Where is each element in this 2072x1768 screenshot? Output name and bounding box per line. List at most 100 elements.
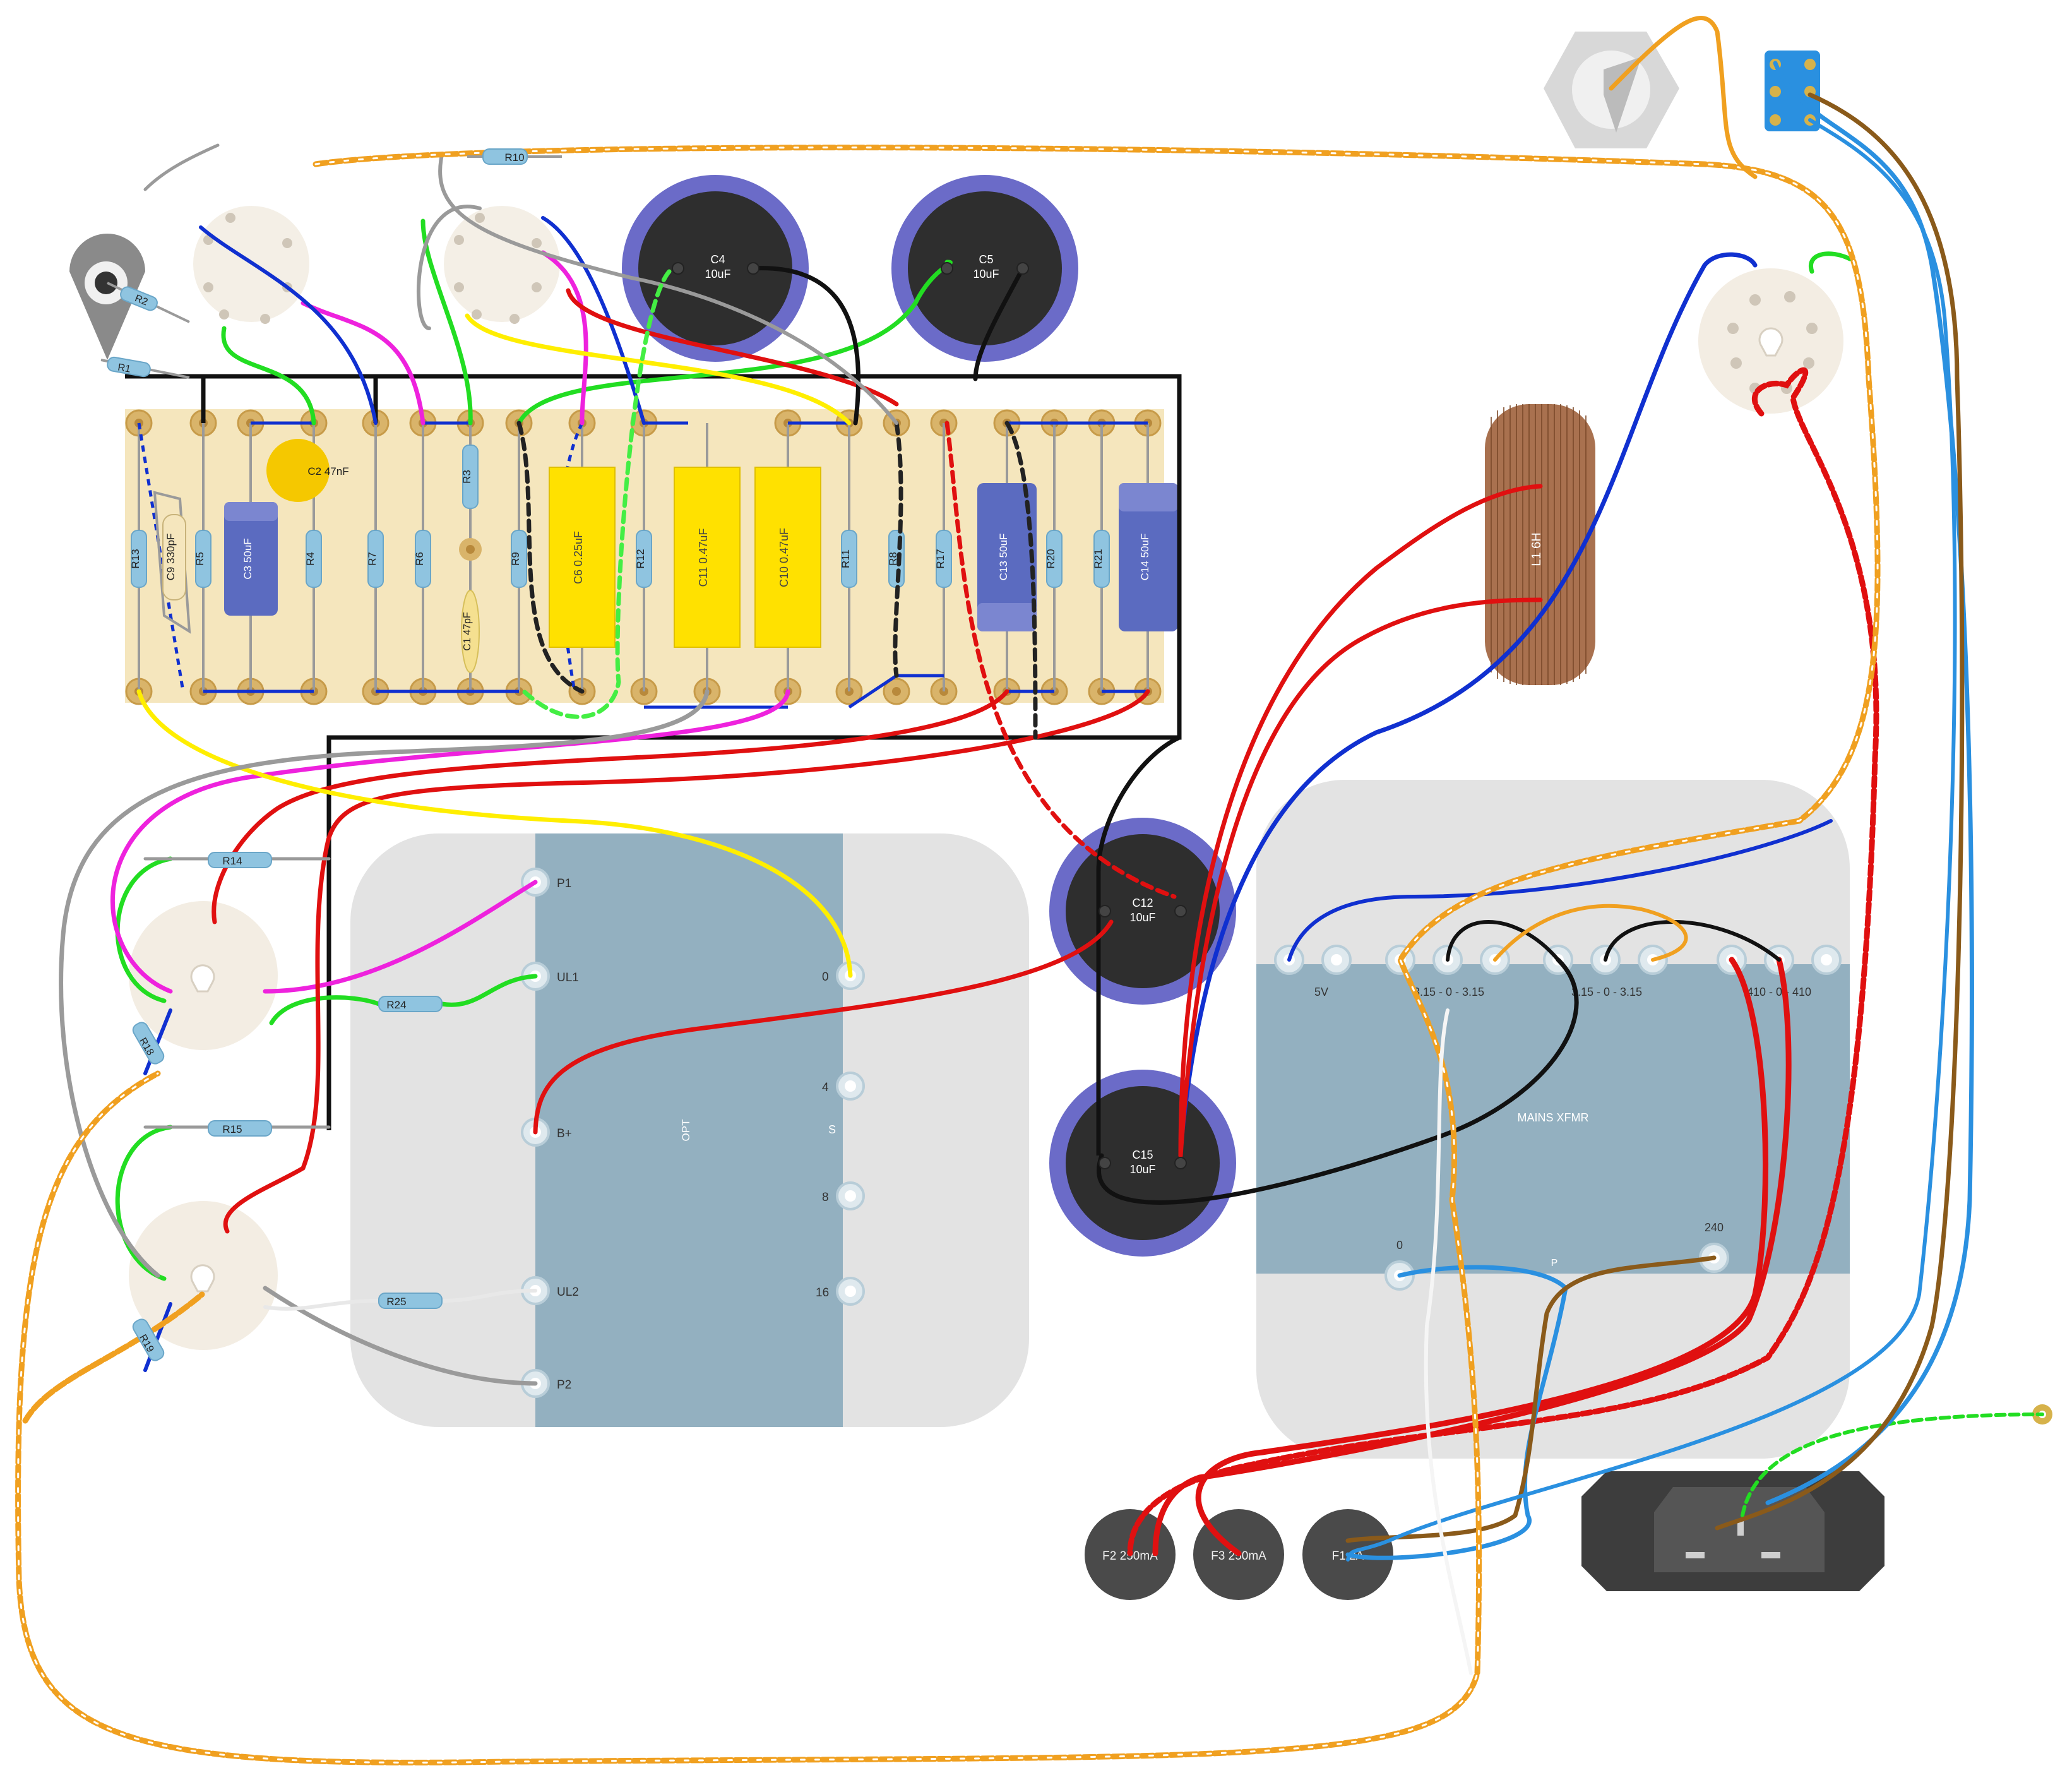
wiring (15, 16, 2044, 1765)
c15-name: C15 (1132, 1149, 1153, 1161)
c5-name: C5 (979, 253, 993, 266)
mains-lug-410-3[interactable] (1811, 945, 1842, 975)
svg-text:C10 0.47uF: C10 0.47uF (778, 528, 790, 587)
svg-text:R13: R13 (129, 549, 141, 568)
resistor-r17: R17 (934, 530, 952, 588)
can-capacitor-c12: C12 10uF (1049, 818, 1236, 1005)
can-capacitor-c15: C15 10uF (1049, 1070, 1236, 1257)
svg-text:R4: R4 (304, 552, 316, 566)
c12-name: C12 (1132, 897, 1153, 909)
svg-text:R9: R9 (509, 552, 521, 566)
resistor-r12: R12 (634, 530, 652, 588)
mains-5v-label: 5V (1314, 986, 1328, 998)
can-capacitor-c5: C5 10uF (891, 175, 1078, 362)
input-jack[interactable] (69, 234, 145, 360)
resistor-r25: R25 (378, 1293, 443, 1309)
svg-text:C3 50uF: C3 50uF (242, 538, 254, 579)
svg-text:C6 0.25uF: C6 0.25uF (572, 531, 585, 584)
opt-lug-16[interactable] (836, 1277, 865, 1306)
svg-text:R10: R10 (504, 152, 524, 164)
mains-p-label: P (1551, 1258, 1558, 1269)
opt-p1-label: P1 (557, 877, 571, 890)
fuse-f2-label: F2 250mA (1102, 1550, 1158, 1563)
tube-socket-v3 (129, 901, 278, 1050)
opt-16-label: 16 (816, 1286, 829, 1299)
opt-0-label: 0 (822, 971, 829, 984)
resistor-r5: R5 (194, 530, 211, 588)
c4-value: 10uF (705, 268, 730, 280)
svg-text:C14 50uF: C14 50uF (1139, 534, 1151, 581)
can-capacitor-c4: C4 10uF (622, 175, 809, 362)
opt-lug-4[interactable] (836, 1072, 865, 1101)
opt-bplus-label: B+ (557, 1127, 572, 1140)
resistor-r7: R7 (366, 530, 384, 588)
resistor-r3: R3 (459, 445, 482, 561)
svg-text:R7: R7 (366, 552, 378, 566)
c15-value: 10uF (1129, 1163, 1155, 1176)
capacitor-c6: C6 0.25uF (549, 467, 616, 648)
resistor-r21: R21 (1092, 530, 1110, 588)
svg-text:R8: R8 (887, 552, 899, 566)
capacitor-c11: C11 0.47uF (674, 467, 741, 648)
capacitor-c9: C9 330pF (153, 491, 191, 634)
tube-socket-v2 (444, 206, 560, 324)
resistor-r1: R1 (100, 356, 190, 379)
c4-name: C4 (710, 253, 725, 266)
capacitor-c3: C3 50uF (224, 502, 278, 616)
capacitor-c1: C1 47pF (461, 590, 480, 673)
resistor-r15: R15 (208, 1120, 272, 1137)
choke-body (1485, 404, 1595, 685)
svg-text:R17: R17 (934, 549, 946, 568)
svg-text:R2: R2 (133, 293, 149, 308)
resistor-r11: R11 (840, 530, 857, 588)
tube-socket-v1 (193, 206, 309, 324)
resistor-r24: R24 (378, 996, 443, 1012)
resistor-r6: R6 (414, 530, 431, 588)
mains-410-label: 410 - 0 - 410 (1747, 986, 1811, 998)
opt-p2-label: P2 (557, 1378, 571, 1392)
svg-text:R1: R1 (117, 362, 131, 374)
svg-text:R25: R25 (386, 1296, 406, 1308)
capacitor-c2: C2 47nF (266, 439, 349, 502)
mains-label: MAINS XFMR (1517, 1111, 1588, 1124)
mains-lug-5v-b[interactable] (1321, 945, 1352, 975)
svg-text:R3: R3 (461, 470, 473, 484)
svg-text:R6: R6 (414, 552, 426, 566)
resistor-r10: R10 (467, 148, 562, 165)
c12-value: 10uF (1129, 911, 1155, 924)
svg-text:C1 47pF: C1 47pF (462, 612, 473, 651)
opt-8-label: 8 (822, 1191, 829, 1204)
resistor-r13: R13 (129, 530, 147, 588)
svg-text:R20: R20 (1045, 549, 1057, 568)
svg-text:R5: R5 (194, 552, 206, 566)
opt-core (535, 833, 843, 1427)
fuse-f3-label: F3 250mA (1211, 1550, 1266, 1563)
svg-text:R24: R24 (386, 999, 406, 1011)
choke-label: L1 6H (1530, 532, 1544, 566)
opt-lug-8[interactable] (836, 1181, 865, 1210)
svg-text:R15: R15 (222, 1123, 242, 1135)
mains-transformer: MAINS XFMR P 5V 3.15 - 0 - 3.15 3.15 - 0… (1256, 780, 1850, 1459)
c5-value: 10uF (973, 268, 999, 280)
resistor-r14: R14 (208, 852, 272, 868)
resistor-r9: R9 (509, 530, 527, 588)
resistor-r4: R4 (304, 530, 322, 588)
tube-socket-rectifier (1698, 268, 1843, 414)
capacitor-c13: C13 50uF (977, 483, 1037, 631)
opt-4-label: 4 (822, 1081, 829, 1094)
svg-text:C13 50uF: C13 50uF (997, 534, 1009, 581)
svg-text:R12: R12 (634, 549, 646, 568)
svg-text:R14: R14 (222, 855, 242, 867)
iec-mains-inlet[interactable] (1581, 1471, 1884, 1591)
mains-240-label: 240 (1705, 1221, 1724, 1234)
mains-315b-label: 3.15 - 0 - 3.15 (1571, 986, 1642, 998)
svg-text:R11: R11 (840, 549, 852, 568)
svg-text:R21: R21 (1092, 549, 1104, 568)
capacitor-c14: C14 50uF (1119, 483, 1178, 631)
mains-0-label: 0 (1396, 1239, 1403, 1251)
choke-l1: L1 6H (1485, 404, 1595, 685)
svg-text:C11 0.47uF: C11 0.47uF (697, 529, 710, 587)
tube-socket-v4 (129, 1201, 278, 1350)
svg-text:C2 47nF: C2 47nF (307, 465, 348, 477)
